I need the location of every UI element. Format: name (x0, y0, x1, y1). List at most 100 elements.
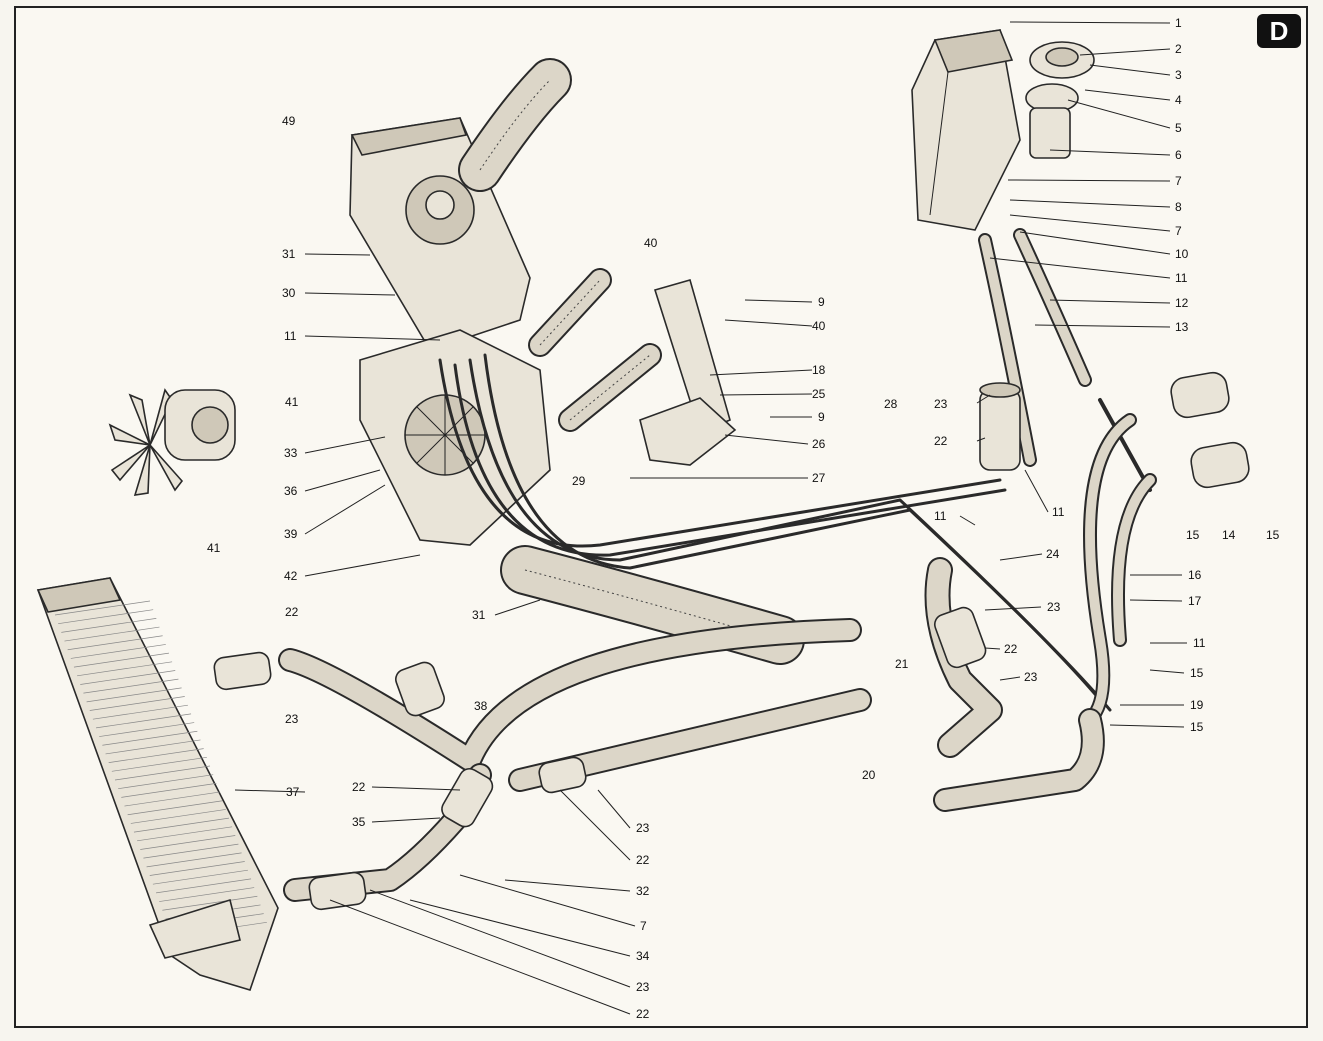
leader-line (1067, 99, 1171, 129)
callout-22d: 22 (352, 780, 366, 794)
callout-23f: 23 (636, 980, 650, 994)
callout-labels: 1 2 3 4 5 6 7 8 7 10 11 12 13 9 40 40 18… (207, 16, 1280, 1021)
heater-intake-hose (458, 58, 572, 192)
leader-line (984, 606, 1042, 611)
leader-line (304, 436, 386, 454)
callout-36: 36 (284, 484, 298, 498)
radiator-fin (64, 626, 160, 642)
radiator-fin (156, 878, 252, 894)
radiator-fin (111, 756, 207, 772)
callout-11e: 11 (284, 329, 297, 343)
leader-line (1009, 214, 1171, 232)
callout-23a: 23 (934, 397, 948, 411)
callout-49: 49 (282, 114, 296, 128)
callout-10: 10 (1175, 247, 1189, 261)
hose-joints (213, 606, 987, 911)
leader-line (459, 874, 636, 927)
callout-9: 9 (818, 295, 825, 309)
radiator-fin (149, 861, 245, 876)
leader-line (999, 676, 1021, 681)
radiator-fin (89, 696, 185, 711)
hose-sleeve-upper (1170, 371, 1230, 419)
leader-line (1129, 599, 1183, 602)
callout-22e: 22 (636, 853, 650, 867)
callout-22a: 22 (934, 434, 948, 448)
callout-17: 17 (1188, 594, 1202, 608)
callout-7: 7 (1175, 174, 1182, 188)
radiator-fin (73, 652, 169, 668)
radiator-fin (159, 887, 255, 902)
callout-7c: 7 (640, 919, 647, 933)
leader-line (329, 899, 631, 1015)
radiator-fin (130, 809, 226, 824)
callout-28: 28 (884, 397, 898, 411)
callout-25: 25 (812, 387, 826, 401)
callout-8: 8 (1175, 200, 1182, 214)
radiator-fin (124, 791, 220, 807)
radiator-fin (143, 843, 239, 859)
radiator-fin (118, 774, 214, 790)
callout-16: 16 (1188, 568, 1202, 582)
radiator-fin (162, 895, 258, 911)
radiator-fin (108, 748, 204, 763)
radiator-fin (80, 670, 176, 685)
callout-40b: 40 (812, 319, 826, 333)
leader-line (597, 789, 631, 829)
radiator-lower-pipe (508, 688, 1105, 812)
callout-27: 27 (812, 471, 826, 485)
callout-22b: 22 (1004, 642, 1018, 656)
leader-line (1007, 179, 1171, 182)
callout-6: 6 (1175, 148, 1182, 162)
leader-line (719, 393, 813, 396)
leader-line (304, 253, 371, 256)
filler-cap (1025, 41, 1095, 159)
leader-line (1109, 724, 1185, 728)
radiator-fin (77, 661, 173, 677)
leader-line (984, 647, 1001, 650)
callout-4: 4 (1175, 93, 1182, 107)
tank-hoses (978, 228, 1152, 492)
callout-3: 3 (1175, 68, 1182, 82)
radiator-fin (121, 783, 217, 798)
bleed-pot (979, 382, 1021, 471)
radiator-upper-pipe (278, 618, 862, 772)
callout-35: 35 (352, 815, 366, 829)
radiator-fin (105, 739, 201, 755)
callout-5: 5 (1175, 121, 1182, 135)
leader-line (1084, 89, 1171, 101)
callout-31b: 31 (472, 608, 486, 622)
radiator-fin (58, 609, 154, 625)
leader-line (494, 599, 541, 616)
callout-11: 11 (1175, 271, 1188, 285)
leader-line (724, 319, 813, 327)
callout-40: 40 (644, 236, 658, 250)
callout-1: 1 (1175, 16, 1182, 30)
callout-30: 30 (282, 286, 296, 300)
leader-line (369, 889, 631, 988)
leader-line (304, 335, 441, 341)
callout-13: 13 (1175, 320, 1189, 334)
leader-line (234, 789, 306, 793)
engine-fan (108, 388, 236, 496)
callout-41a: 41 (285, 395, 299, 409)
callout-24: 24 (1046, 547, 1060, 561)
callout-21: 21 (895, 657, 909, 671)
leader-line (959, 515, 976, 526)
callout-42: 42 (284, 569, 298, 583)
radiator-fin (133, 817, 229, 833)
radiator-fin (102, 730, 198, 746)
leader-line (504, 879, 631, 892)
callout-41b: 41 (207, 541, 221, 555)
callout-19: 19 (1190, 698, 1204, 712)
leader-line (1089, 64, 1171, 76)
leader-line (709, 369, 813, 376)
callout-22c: 22 (285, 605, 299, 619)
radiator-fin (54, 600, 151, 616)
callout-11c: 11 (934, 509, 947, 523)
callout-38: 38 (474, 699, 488, 713)
radiator-fin (99, 722, 195, 737)
radiator-fin (114, 765, 211, 781)
radiator-fin (140, 835, 236, 850)
callout-39: 39 (284, 527, 298, 541)
